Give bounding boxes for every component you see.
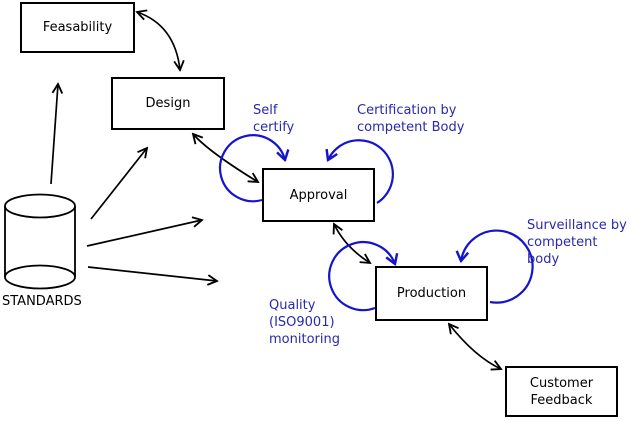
node-customer-feedback-label: Customer Feedback xyxy=(529,375,594,408)
node-approval-label: Approval xyxy=(289,187,348,203)
standards-label: STANDARDS xyxy=(2,294,82,309)
arrow-design-approval xyxy=(193,134,258,182)
cylinder-top-ellipse xyxy=(4,193,76,219)
cylinder-bottom-ellipse xyxy=(4,264,76,290)
node-customer-feedback: Customer Feedback xyxy=(505,366,618,417)
node-design: Design xyxy=(111,77,225,130)
arrow-production-customer-feedback xyxy=(449,324,501,369)
arrow-feasability-design xyxy=(137,12,180,70)
arrow-standards-feasability xyxy=(50,84,58,185)
annotation-certification-by-competent-body: Certification by competent Body xyxy=(357,103,465,135)
node-approval: Approval xyxy=(262,168,375,222)
node-feasability: Feasability xyxy=(20,2,135,53)
annotation-surveillance-by-competent-body: Surveillance by competent body xyxy=(527,218,627,267)
arrow-standards-approval xyxy=(86,220,202,247)
node-production: Production xyxy=(375,266,488,321)
arrow-standards-design xyxy=(90,148,147,220)
annotation-quality-iso9001-monitoring: Quality (ISO9001) monitoring xyxy=(269,298,340,347)
arrow-approval-production xyxy=(334,224,370,263)
node-feasability-label: Feasability xyxy=(42,20,113,35)
annotation-self-certify: Self certify xyxy=(253,103,295,135)
node-design-label: Design xyxy=(145,96,191,111)
standards-cylinder xyxy=(4,193,76,290)
arrow-standards-production xyxy=(87,266,217,281)
node-production-label: Production xyxy=(396,286,467,301)
